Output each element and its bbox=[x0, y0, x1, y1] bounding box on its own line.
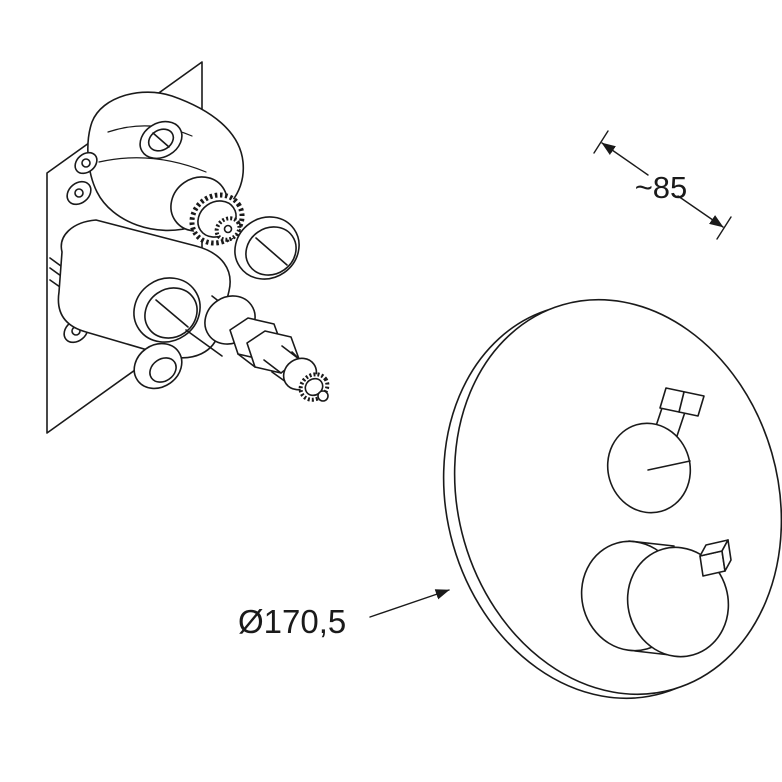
dimension-arrow-upper bbox=[601, 142, 649, 176]
housing-ear bbox=[74, 151, 98, 175]
port-cap-upper bbox=[234, 216, 300, 280]
screw-head bbox=[147, 128, 175, 152]
top-screw bbox=[139, 120, 183, 160]
dimension-diameter: Ø170,5 bbox=[238, 589, 450, 640]
ear-outline bbox=[66, 180, 92, 206]
mounting-ear-top bbox=[66, 180, 92, 206]
cartridge-stem bbox=[185, 295, 330, 402]
trim-plate-drawing bbox=[442, 298, 782, 700]
ear-hole bbox=[81, 158, 91, 168]
hex-edge bbox=[263, 359, 282, 374]
lever-handle bbox=[606, 387, 705, 514]
lever-base-rosette bbox=[606, 422, 692, 514]
dimension-depth-label: ~85 bbox=[635, 170, 688, 205]
dimension-depth: ~85 bbox=[593, 130, 732, 240]
lever-edge-line bbox=[678, 391, 685, 413]
screw-slot bbox=[152, 132, 170, 148]
stem-edge bbox=[185, 329, 223, 357]
dimension-tick bbox=[716, 216, 732, 240]
dimension-tick bbox=[593, 130, 609, 154]
diverter-button bbox=[699, 539, 732, 577]
knob-spline bbox=[214, 216, 242, 242]
spline-tip bbox=[317, 390, 329, 402]
trim-plate-face bbox=[453, 298, 782, 696]
port-cap-lower bbox=[133, 277, 201, 343]
knob-center bbox=[223, 224, 233, 234]
dimension-diameter-label: Ø170,5 bbox=[238, 603, 346, 640]
lever-base-edge bbox=[647, 460, 691, 471]
dimension-arrow-lower bbox=[677, 195, 724, 228]
cap-slot bbox=[255, 237, 288, 266]
cap-slot bbox=[155, 299, 189, 328]
knurled-knob bbox=[170, 176, 245, 246]
lower-port-stub bbox=[133, 342, 183, 390]
concealed-valve-body-drawing bbox=[46, 61, 330, 434]
volume-knob bbox=[580, 539, 732, 658]
ear-outline bbox=[74, 151, 98, 175]
hex-edge bbox=[237, 353, 256, 368]
button-side bbox=[721, 539, 732, 572]
lower-port-stub-face bbox=[149, 357, 177, 383]
knob-side-top bbox=[628, 540, 675, 547]
diameter-leader-arrow bbox=[369, 589, 450, 618]
ear-hole bbox=[74, 188, 84, 198]
